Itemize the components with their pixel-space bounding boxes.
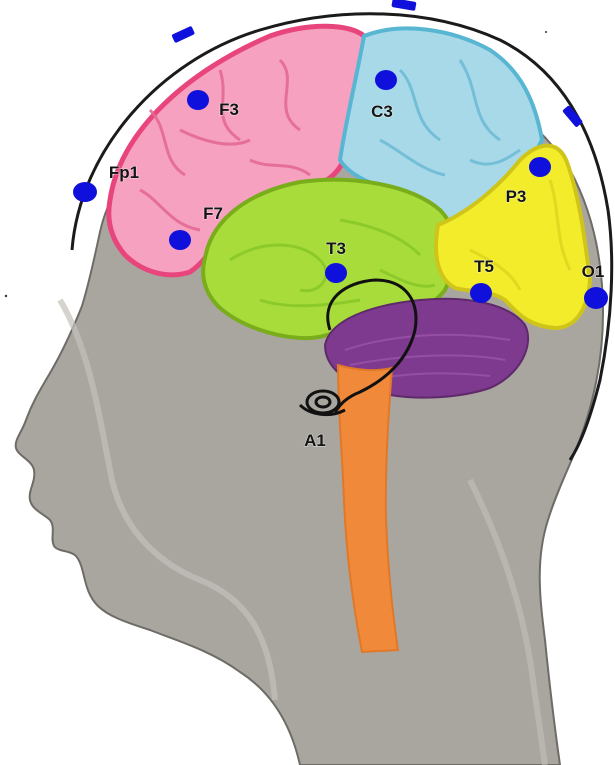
electrode-label: F7 — [203, 204, 223, 223]
electrode-dot-icon — [375, 70, 397, 90]
jaw-contour — [57, 298, 278, 701]
electrode-dot-icon — [529, 157, 551, 177]
speck — [545, 31, 547, 33]
brainstem — [336, 363, 400, 654]
electrode-dot-icon — [169, 230, 191, 250]
electrode-p3: P3 — [505, 157, 551, 207]
ear-electrode-lead — [326, 278, 418, 413]
electrode-t3: T3 — [325, 238, 347, 283]
electrode-label: C3 — [371, 102, 393, 121]
electrode-dot-icon — [325, 263, 347, 283]
temporal-gyri — [229, 218, 436, 308]
electrode-dot-icon — [187, 90, 209, 110]
ear-electrode-label: A1 — [304, 431, 326, 450]
electrode-t5: T5 — [470, 256, 495, 303]
cap-clip — [171, 26, 195, 43]
electrode-label: O1 — [582, 262, 605, 281]
electrode-label: F3 — [219, 100, 239, 119]
cap-clip — [391, 0, 417, 11]
electrode-dot-icon — [73, 182, 97, 202]
electrode-c3: C3 — [371, 70, 397, 122]
electrode-label: P3 — [506, 187, 527, 206]
speck — [4, 294, 8, 298]
electrode-dot-icon — [584, 287, 608, 309]
electrode-label: T5 — [474, 257, 494, 276]
electrode-f7: F7 — [169, 203, 224, 250]
cap-clips — [171, 0, 583, 127]
parietal-gyri — [379, 59, 521, 177]
electrode-o1: O1 — [581, 261, 608, 309]
frontal-gyri — [139, 58, 311, 232]
electrode-label: T3 — [326, 239, 346, 258]
electrode-dot-icon — [470, 283, 492, 303]
electrode-f3: F3 — [187, 90, 240, 120]
electrode-label: Fp1 — [109, 163, 139, 182]
temporal-lobe — [201, 177, 457, 341]
eeg-cap-line — [70, 12, 614, 461]
ear-clip-icon — [298, 389, 346, 417]
neck-contour — [467, 478, 548, 765]
electrode-fp1: Fp1 — [73, 162, 140, 202]
frontal-lobe — [106, 23, 370, 278]
occipital-gyri — [469, 179, 572, 291]
cap-clip — [562, 105, 583, 127]
